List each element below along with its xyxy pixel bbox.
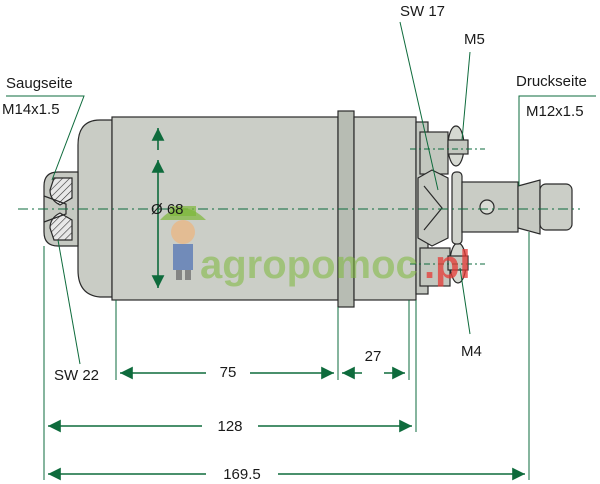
terminal-m5 bbox=[419, 125, 469, 175]
dim-value-169-5: 169.5 bbox=[223, 466, 261, 483]
outlet-fitting bbox=[417, 169, 573, 247]
label-terminal-m5: M5 bbox=[464, 31, 485, 48]
watermark-brand: agropomoc bbox=[200, 243, 418, 287]
dim-value-128: 128 bbox=[217, 418, 242, 435]
dim-value-75: 75 bbox=[220, 364, 237, 381]
label-diameter: Ø 68 bbox=[151, 201, 184, 218]
label-pressure-thread: M12x1.5 bbox=[526, 103, 584, 120]
extension-lines bbox=[43, 232, 530, 480]
label-wrench-17: SW 17 bbox=[400, 3, 445, 20]
label-suction-side: Saugseite bbox=[6, 75, 73, 92]
watermark: agropomoc .pl bbox=[160, 206, 471, 287]
label-wrench-22: SW 22 bbox=[54, 367, 99, 384]
label-suction-thread: M14x1.5 bbox=[2, 101, 60, 118]
terminal-m4 bbox=[419, 242, 469, 287]
watermark-tld: .pl bbox=[424, 243, 471, 287]
dimension-lines bbox=[48, 366, 525, 481]
label-terminal-m4: M4 bbox=[461, 343, 482, 360]
leader-lines bbox=[6, 21, 596, 365]
label-pressure-side: Druckseite bbox=[516, 73, 587, 90]
farmer-mascot-icon bbox=[160, 206, 206, 280]
dim-value-27: 27 bbox=[365, 348, 382, 365]
